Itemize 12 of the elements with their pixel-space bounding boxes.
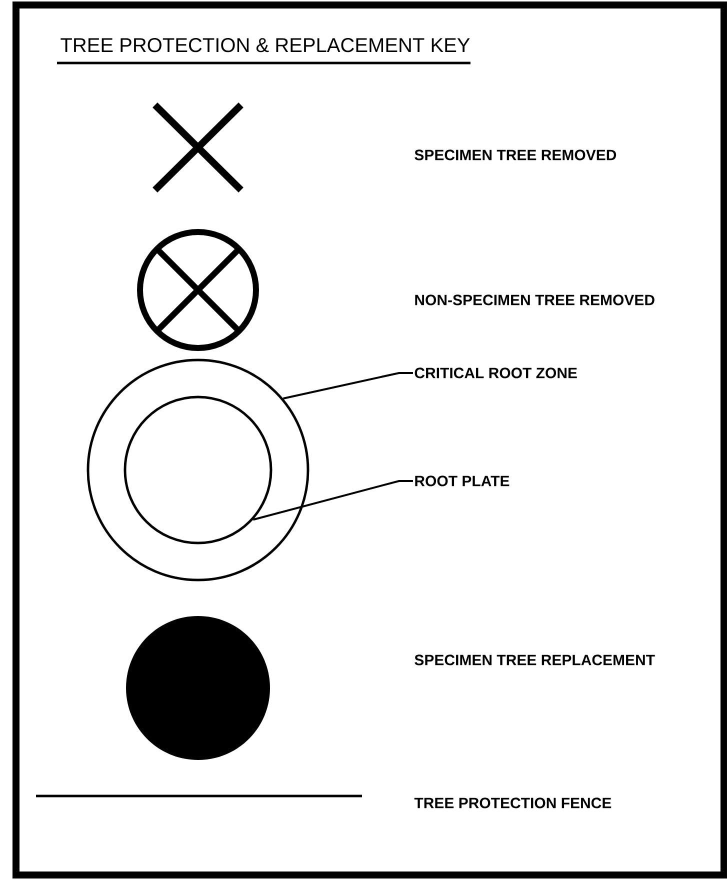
filled-circle-symbol <box>126 616 270 760</box>
leader-line <box>283 372 413 400</box>
legend-label: NON-SPECIMEN TREE REMOVED <box>415 294 654 306</box>
leader-line <box>252 480 413 521</box>
root-plate-circle <box>124 396 272 544</box>
root-zone-circle <box>86 358 310 582</box>
legend-label: TREE PROTECTION FENCE <box>414 798 612 808</box>
legend-label: SPECIMEN TREE REPLACEMENT <box>414 654 655 666</box>
callout-label: CRITICAL ROOT ZONE <box>414 368 577 378</box>
legend-label: SPECIMEN TREE REMOVED <box>414 150 616 160</box>
callout-label: ROOT PLATE <box>415 476 510 486</box>
title: TREE PROTECTION & REPLACEMENT KEY <box>60 38 470 52</box>
